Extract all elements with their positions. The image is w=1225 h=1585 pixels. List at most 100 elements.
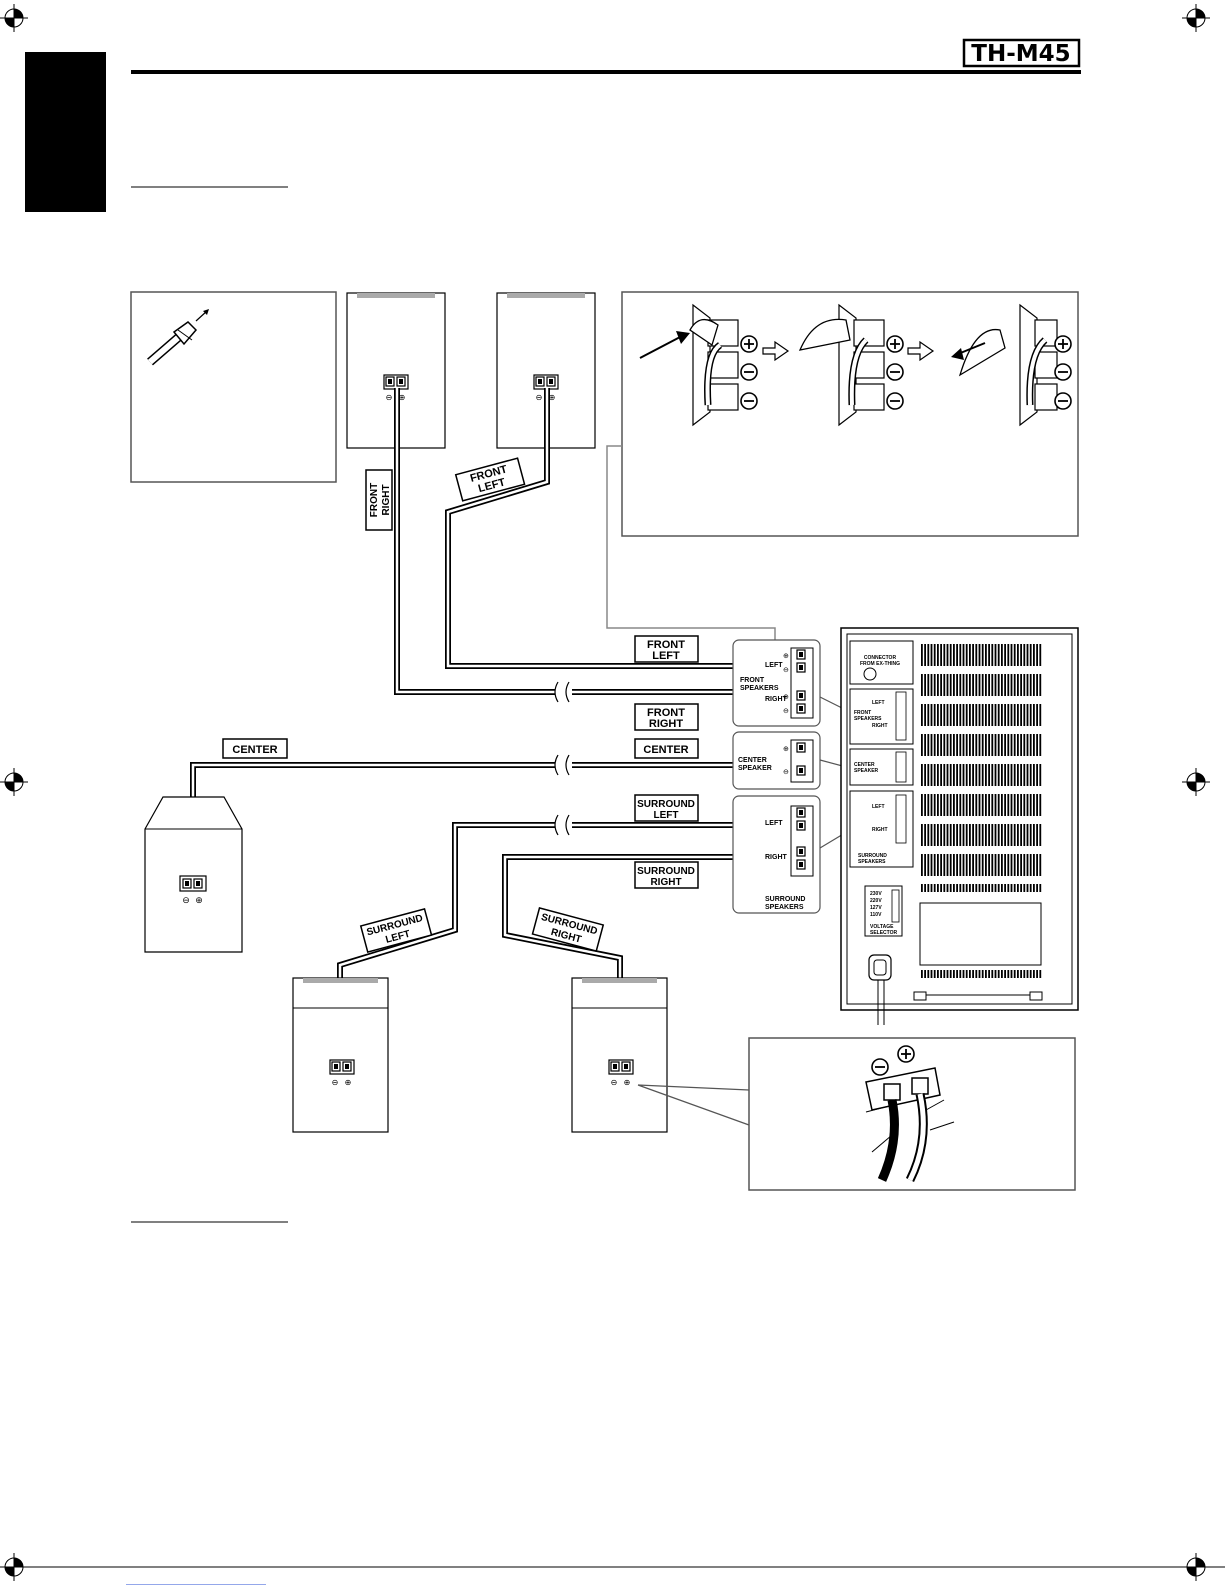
vent-slot [985,854,987,876]
vent-slot [1001,824,1003,846]
vent-slot [959,794,962,816]
minus-icon [1054,363,1072,381]
vent-slot [981,884,984,892]
vent-slot [943,734,946,756]
vent-slot [1029,764,1032,786]
vent-slot [927,764,930,786]
vent-slot [1033,644,1035,666]
vent-slot [946,674,949,696]
vent-slot [953,884,955,892]
svg-text:CENTER: CENTER [854,762,875,768]
vent-slot [1020,794,1022,816]
vent-slot [940,970,942,978]
vent-slot [978,970,981,978]
vent-slot [937,734,939,756]
vent-slot [991,734,994,756]
vent-slot [1017,970,1019,978]
vent-slot [962,764,965,786]
vent-slot [1033,764,1035,786]
vent-slot [959,824,962,846]
vent-slot [933,824,936,846]
vent-slot [978,824,981,846]
vent-slot [1039,674,1042,696]
vent-slot [994,970,997,978]
registration-mark [1181,3,1211,33]
vent-slot [972,970,974,978]
vent-slot [924,644,926,666]
vent-slot [933,884,936,892]
vent-slot [962,734,965,756]
vent-slot [937,794,939,816]
vent-slot [975,854,978,876]
vent-slot [978,734,981,756]
vent-slot [1017,734,1019,756]
svg-text:FRONT: FRONT [647,639,685,651]
vent-slot [1026,970,1029,978]
language-tab [25,52,106,212]
vent-slot [927,794,930,816]
vent-slot [921,644,923,666]
vent-slot [940,824,942,846]
vent-slot [940,764,942,786]
vent-slot [991,854,994,876]
vent-slot [956,824,958,846]
vent-slot [985,824,987,846]
vent-slot [975,884,978,892]
vent-slot [1036,884,1038,892]
terminal-closeup [865,1045,955,1183]
vent-slot [949,734,952,756]
vent-slot [988,854,990,876]
surround-right-speaker: ⊖ ⊕ [571,977,668,1133]
vent-slot [1001,644,1003,666]
vent-slot [1036,854,1038,876]
vent-slot [930,644,933,666]
vent-slot [969,824,971,846]
vent-slot [956,644,958,666]
vent-slot [946,794,949,816]
vent-slot [965,824,968,846]
vent-slot [988,824,990,846]
vent-slot [1017,854,1019,876]
vent-slot [1013,734,1016,756]
vent-slot [1020,854,1022,876]
model-name: TH-M45 [971,41,1070,67]
vent-slot [988,734,990,756]
vent-slot [921,854,923,876]
vent-slot [997,884,1000,892]
svg-text:FROM EX-THING: FROM EX-THING [860,661,900,667]
vent-slot [1029,674,1032,696]
vent-slot [933,764,936,786]
vent-slot [1023,764,1026,786]
vent-slot [930,794,933,816]
svg-text:⊕: ⊕ [783,653,789,660]
registration-mark [0,767,29,797]
vent-slot [997,734,1000,756]
vent-slot [965,884,968,892]
vent-slot [994,644,997,666]
vent-slot [927,970,930,978]
vent-slot [1020,674,1022,696]
svg-text:SPEAKERS: SPEAKERS [854,716,882,722]
vent-slot [959,644,962,666]
vent-slot [953,734,955,756]
vent-slot [988,674,990,696]
vent-slot [1001,674,1003,696]
vent-slot [953,970,955,978]
vent-slot [997,704,1000,726]
vent-slot [949,824,952,846]
vent-slot [933,970,936,978]
vent-slot [1007,884,1010,892]
vent-slot [1007,704,1010,726]
vent-slot [991,764,994,786]
vent-slot [994,824,997,846]
vent-slot [1026,854,1029,876]
vent-slot [921,794,923,816]
vent-slot [946,824,949,846]
svg-text:LEFT: LEFT [765,662,783,669]
vent-slot [994,884,997,892]
vent-slot [969,970,971,978]
tag-center-left: CENTER [222,738,288,759]
vent-slot [927,854,930,876]
vent-slot [949,854,952,876]
vent-slot [1026,674,1029,696]
